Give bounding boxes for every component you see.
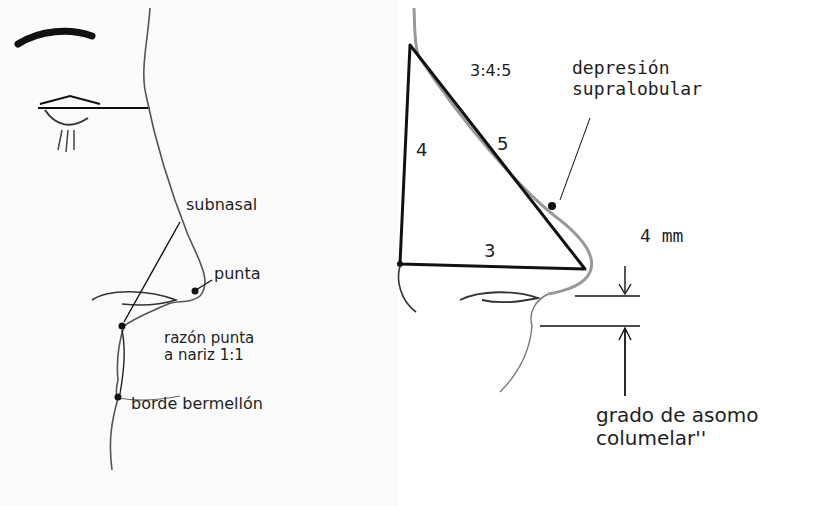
side-number: 3 [484,241,495,262]
side-number: 5 [497,134,508,155]
ratio-label: 3:4:5 [470,62,511,80]
landmark-label: borde bermellón [131,395,263,413]
side-number: 4 [416,140,427,161]
landmark-label: subnasal [186,196,257,214]
ratio-note: razón punta a nariz 1:1 [164,330,268,365]
dimension-label: 4 mm [640,226,683,247]
landmark-label: depresión supralobular [572,58,722,99]
note-label: grado de asomo columelar'' [596,404,806,450]
landmark-label: punta [214,265,261,283]
